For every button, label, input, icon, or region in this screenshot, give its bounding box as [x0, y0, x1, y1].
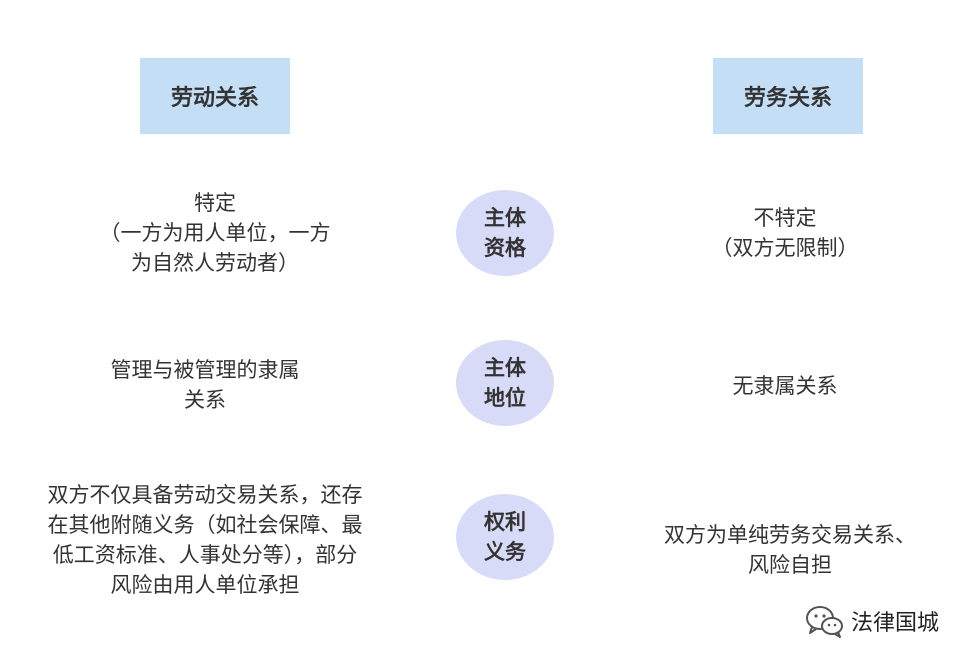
watermark: 法律国城: [805, 604, 939, 638]
row3-category-line2: 义务: [484, 540, 526, 564]
row1-right-line1: 不特定: [753, 206, 817, 230]
row2-category-line2: 地位: [484, 386, 526, 410]
row1-left-line2: （一方为用人单位，一方: [99, 221, 331, 245]
category-circle-rights-obligations: 权利 义务: [456, 494, 554, 580]
category-circle-subject-qualification: 主体 资格: [456, 190, 554, 276]
service-relation-header: 劳务关系: [713, 58, 863, 134]
row3-left-line4: 风险由用人单位承担: [110, 573, 300, 597]
watermark-text: 法律国城: [851, 611, 940, 636]
row2-category-line1: 主体: [484, 356, 526, 380]
row3-right-line2: 风险自担: [748, 553, 832, 577]
row3-left-line1: 双方不仅具备劳动交易关系，还存: [47, 483, 363, 507]
row2-left-text: 管理与被管理的隶属 关系: [60, 355, 350, 415]
row2-left-line1: 管理与被管理的隶属: [110, 358, 300, 382]
row3-left-line2: 在其他附随义务（如社会保障、最: [47, 513, 363, 537]
row1-category-line1: 主体: [484, 206, 526, 230]
row1-right-text: 不特定 （双方无限制）: [640, 203, 930, 263]
row1-left-text: 特定 （一方为用人单位，一方 为自然人劳动者）: [60, 188, 370, 278]
row3-right-line1: 双方为单纯劳务交易关系、: [664, 523, 916, 547]
row2-left-line2: 关系: [184, 388, 226, 412]
row1-left-line1: 特定: [194, 191, 236, 215]
category-circle-subject-status: 主体 地位: [456, 340, 554, 426]
row1-right-line2: （双方无限制）: [711, 236, 859, 260]
row3-right-text: 双方为单纯劳务交易关系、 风险自担: [640, 520, 940, 580]
row3-category-line1: 权利: [484, 510, 526, 534]
row2-right-text: 无隶属关系: [640, 371, 930, 401]
row1-category-line2: 资格: [484, 236, 526, 260]
row3-left-text: 双方不仅具备劳动交易关系，还存 在其他附随义务（如社会保障、最 低工资标准、人事…: [10, 480, 400, 600]
labor-relation-header: 劳动关系: [140, 58, 290, 134]
wechat-icon: [806, 606, 843, 638]
row1-left-line3: 为自然人劳动者）: [131, 251, 299, 275]
row2-right-line1: 无隶属关系: [732, 374, 838, 398]
row3-left-line3: 低工资标准、人事处分等），部分: [52, 543, 358, 567]
